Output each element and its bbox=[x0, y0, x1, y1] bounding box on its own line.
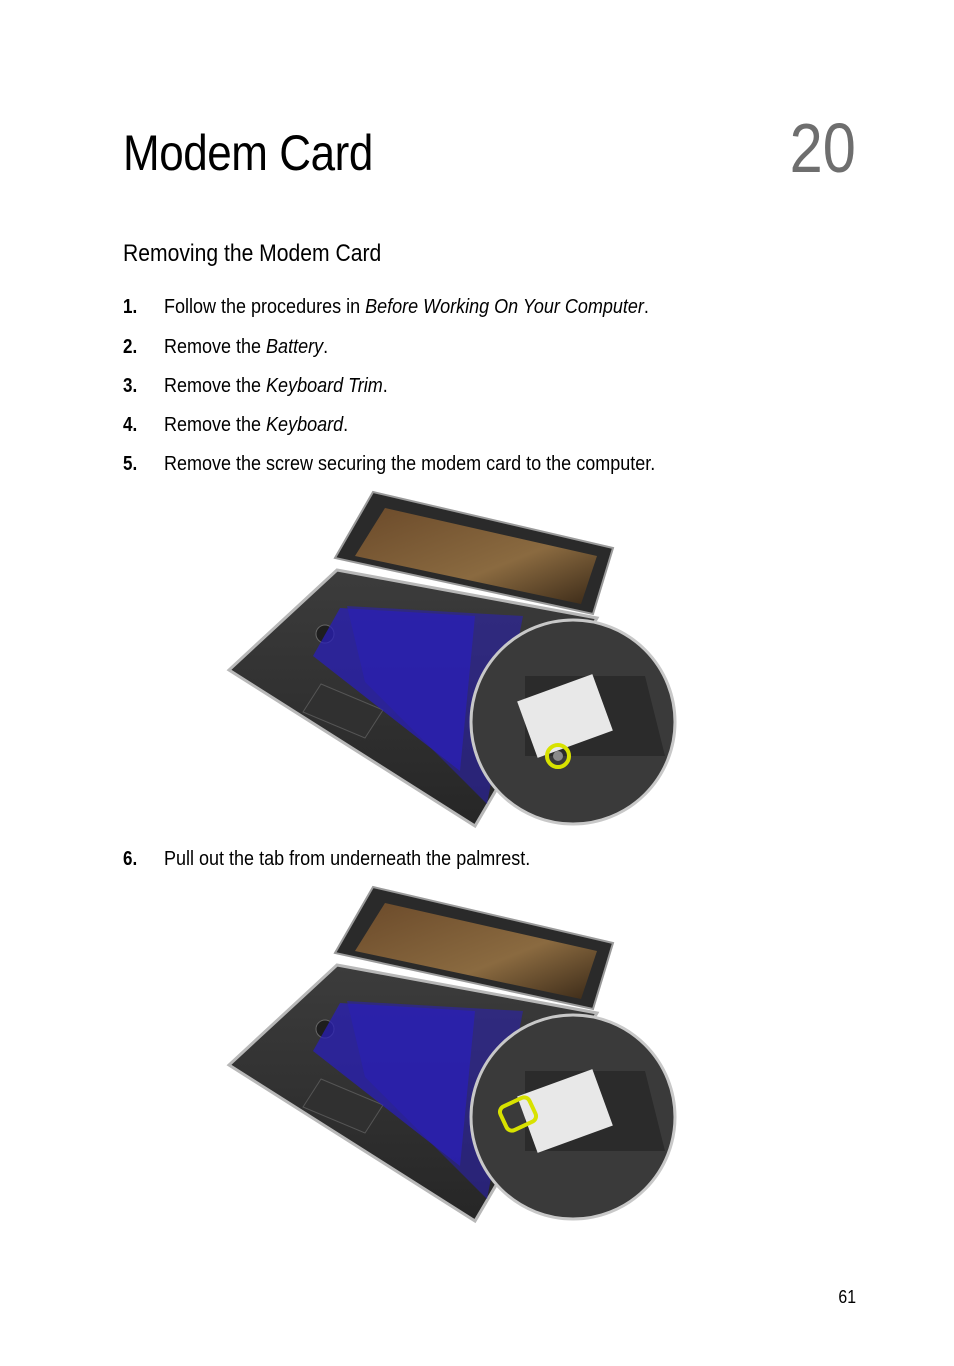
callout-magnifier bbox=[347, 1001, 677, 1221]
step-number: 2. bbox=[123, 336, 138, 358]
step-text-post: . bbox=[343, 414, 349, 436]
step-text: Pull out the tab from underneath the pal… bbox=[164, 848, 531, 870]
step-text: Remove the Battery. bbox=[164, 334, 328, 360]
callout-magnifier bbox=[347, 606, 677, 826]
step-text-post: . bbox=[382, 375, 388, 397]
step-number: 4. bbox=[123, 414, 138, 436]
step-text-post: . bbox=[643, 296, 649, 318]
step-text-pre: Remove the bbox=[164, 414, 267, 436]
chapter-number: 20 bbox=[789, 109, 856, 187]
section-heading: Removing the Modem Card bbox=[123, 240, 382, 267]
step-text: Remove the screw securing the modem card… bbox=[164, 453, 656, 475]
step-text: Follow the procedures in Before Working … bbox=[164, 294, 649, 320]
step-number: 6. bbox=[123, 848, 138, 870]
figure-pull-tab bbox=[226, 885, 677, 1224]
step-link[interactable]: Keyboard Trim bbox=[266, 375, 383, 397]
chapter-title: Modem Card bbox=[123, 125, 373, 181]
step-link[interactable]: Keyboard bbox=[266, 414, 344, 436]
step-link[interactable]: Battery bbox=[266, 336, 324, 358]
step-text-pre: Remove the bbox=[164, 375, 267, 397]
step-text-pre: Follow the procedures in bbox=[164, 296, 366, 318]
step-text-post: . bbox=[323, 336, 329, 358]
step-number: 5. bbox=[123, 453, 138, 475]
step-text: Remove the Keyboard Trim. bbox=[164, 373, 388, 399]
step-link[interactable]: Before Working On Your Computer bbox=[365, 296, 644, 318]
step-number: 3. bbox=[123, 375, 138, 397]
figure-remove-screw bbox=[226, 490, 677, 829]
screw-highlight bbox=[545, 743, 571, 769]
step-number: 1. bbox=[123, 296, 138, 318]
step-text-pre: Remove the bbox=[164, 336, 267, 358]
tab-highlight bbox=[497, 1095, 539, 1133]
page-number: 61 bbox=[838, 1287, 856, 1307]
step-text: Remove the Keyboard. bbox=[164, 412, 348, 438]
